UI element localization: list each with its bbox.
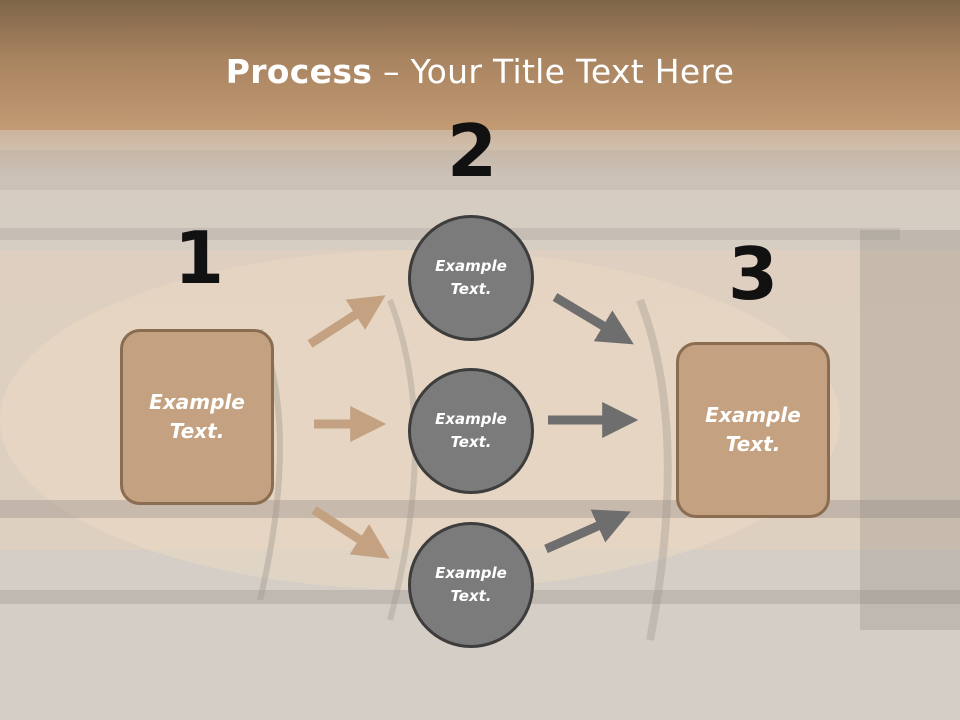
arrow-1-to-2-bottom [311,506,390,559]
arrow-2-top-to-3 [552,293,634,345]
step-number-2: 2 [446,109,498,193]
circle-middle-text-line2: Text. [450,433,492,451]
step-3-text-line2: Text. [725,432,781,456]
step-1-text-line2: Text. [169,419,225,443]
step-2-circle-top: Example Text. [408,215,534,341]
step-2-circle-middle: Example Text. [408,368,534,494]
step-number-1: 1 [173,216,225,300]
step-3-text-line1: Example [705,403,801,427]
circle-bottom-text-line2: Text. [450,587,492,605]
step-number-3: 3 [727,232,779,316]
step-2-circle-bottom: Example Text. [408,522,534,648]
step-1-text-line1: Example [149,390,245,414]
step-3-box: Example Text. [676,342,830,518]
circle-top-text-line1: Example [435,257,507,275]
circle-middle-text-line1: Example [435,410,507,428]
circle-bottom-text-line1: Example [435,564,507,582]
arrow-1-to-2-top [307,295,386,348]
slide-title: Process – Your Title Text Here [0,52,960,91]
step-1-box: Example Text. [120,329,274,505]
arrow-2-bottom-to-3 [544,509,631,554]
circle-top-text-line2: Text. [450,280,492,298]
title-bold: Process [225,52,373,91]
title-rest: – Your Title Text Here [372,52,735,91]
